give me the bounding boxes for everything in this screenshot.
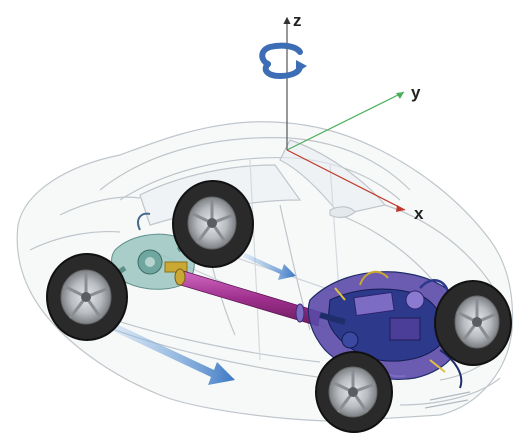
x-axis-line — [286, 149, 406, 211]
wheel-front-left — [315, 351, 393, 433]
y-axis-label: y — [411, 83, 421, 102]
wheel-rear-left — [46, 253, 128, 341]
coordinate-axes: z y x — [283, 11, 424, 223]
motion-arrow-front-left — [243, 253, 296, 280]
y-axis-line — [286, 91, 405, 151]
x-axis-label: x — [414, 204, 424, 223]
z-axis-label: z — [293, 11, 302, 30]
yaw-rotation-arrow-icon — [259, 42, 307, 80]
wheel-front-right — [434, 280, 512, 366]
driveshaft — [174, 268, 321, 327]
wheel-rear-right — [172, 180, 254, 268]
motion-arrow-rear-left — [109, 322, 235, 385]
